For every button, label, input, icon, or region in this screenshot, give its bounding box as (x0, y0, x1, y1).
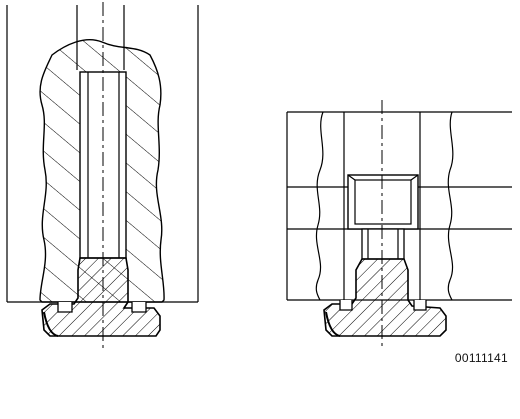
right-sleeve (347, 174, 419, 230)
left-view (6, 2, 199, 348)
left-insert-nut (41, 257, 161, 337)
right-break-line-left (315, 111, 324, 301)
figure-code: 00111141 (454, 351, 508, 365)
right-break-line-right (447, 111, 454, 301)
right-view (286, 100, 512, 348)
right-insert-nut (323, 258, 447, 337)
